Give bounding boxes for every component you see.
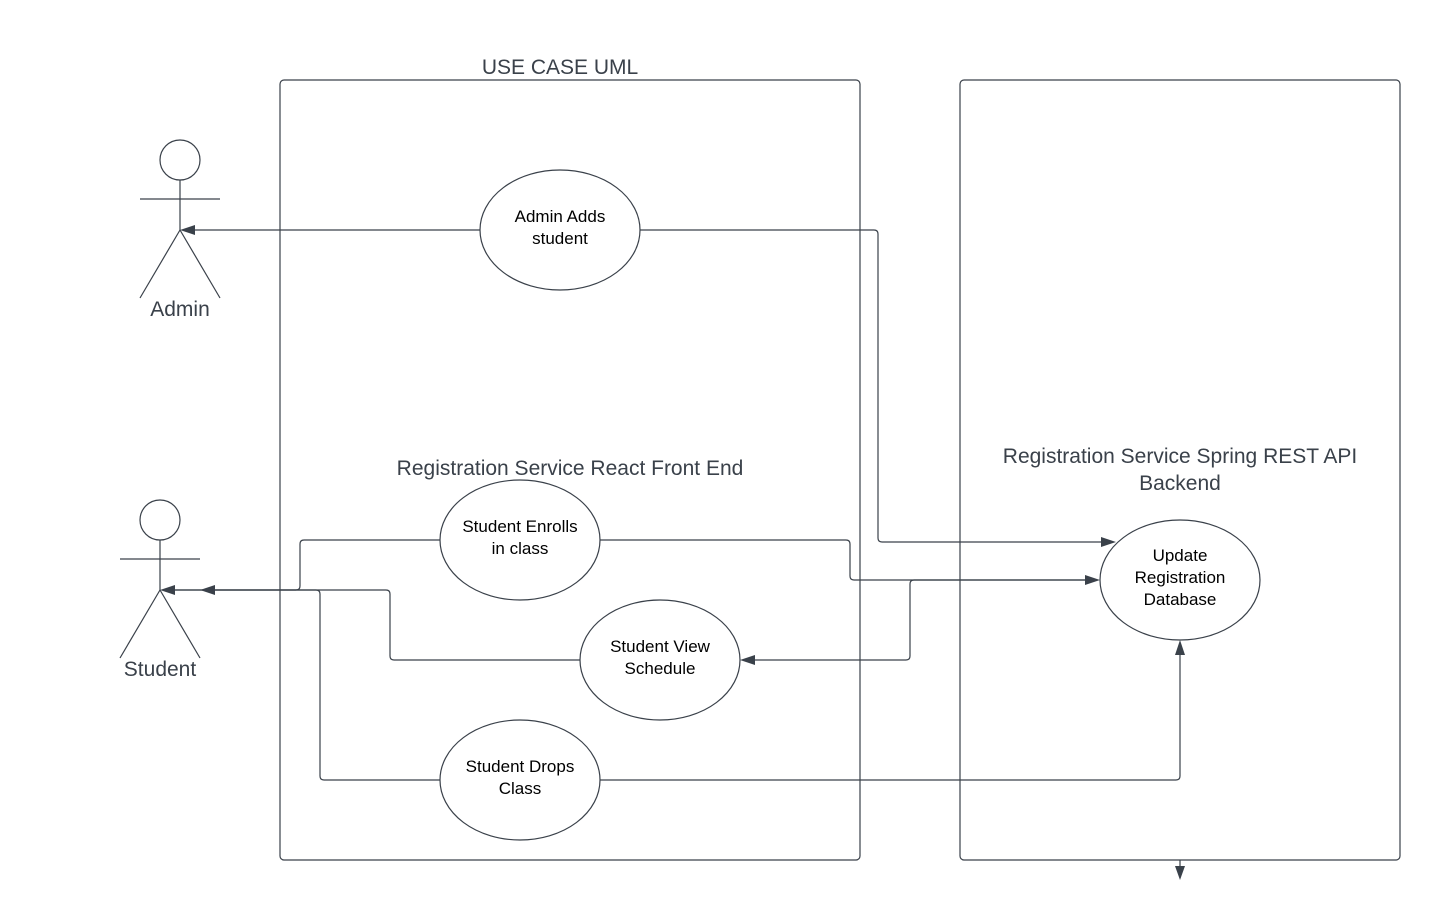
backend-system-label-line1: Registration Service Spring REST API — [1003, 445, 1357, 468]
use-case-admin-adds-student[interactable]: Admin Adds student — [479, 169, 641, 291]
backend-system-label-line2: Backend — [1139, 472, 1221, 495]
use-case-student-drops-class[interactable]: Student Drops Class — [439, 719, 601, 841]
use-case-label-line: Admin Adds — [515, 207, 606, 226]
student-label: Student — [124, 658, 197, 681]
use-case-label-line: Database — [1144, 590, 1217, 609]
use-case-student-view-schedule[interactable]: Student View Schedule — [579, 599, 741, 721]
admin-head — [159, 139, 201, 181]
use-case-label-line: Student Enrolls — [462, 517, 577, 536]
connector-drops-to-student[interactable] — [172, 589, 440, 781]
use-case-label-line: Student Drops — [466, 757, 575, 776]
use-case-update-registration-database[interactable]: Update Registration Database — [1099, 519, 1261, 641]
connector-admin-adds-to-database[interactable] — [640, 229, 1116, 547]
frontend-system-boundary[interactable] — [279, 79, 861, 861]
frontend-system-label: Registration Service React Front End — [397, 457, 744, 480]
student-actor[interactable]: Student — [119, 499, 201, 681]
admin-actor[interactable]: Admin — [139, 139, 221, 321]
connector-drops-to-database[interactable] — [600, 640, 1185, 781]
use-case-label-line: Update — [1153, 546, 1208, 565]
connector-enrolls-to-student[interactable] — [160, 539, 440, 595]
use-case-label-line: Schedule — [625, 659, 696, 678]
use-case-label-line: Class — [499, 779, 542, 798]
use-case-label-line: Registration — [1135, 568, 1226, 587]
diagram-title: USE CASE UML — [482, 56, 638, 79]
use-case-label-line: Student View — [610, 637, 711, 656]
connector-database-to-view-schedule[interactable] — [740, 579, 1090, 665]
connector-stub-below-backend[interactable] — [1175, 860, 1185, 880]
connector-enrolls-to-database[interactable] — [600, 539, 1100, 585]
connector-admin-adds-to-admin[interactable] — [180, 225, 480, 235]
use-case-student-enrolls[interactable]: Student Enrolls in class — [439, 479, 601, 601]
student-head — [139, 499, 181, 541]
use-case-label-line: in class — [492, 539, 549, 558]
use-case-label-line: student — [532, 229, 588, 248]
admin-label: Admin — [150, 298, 210, 321]
